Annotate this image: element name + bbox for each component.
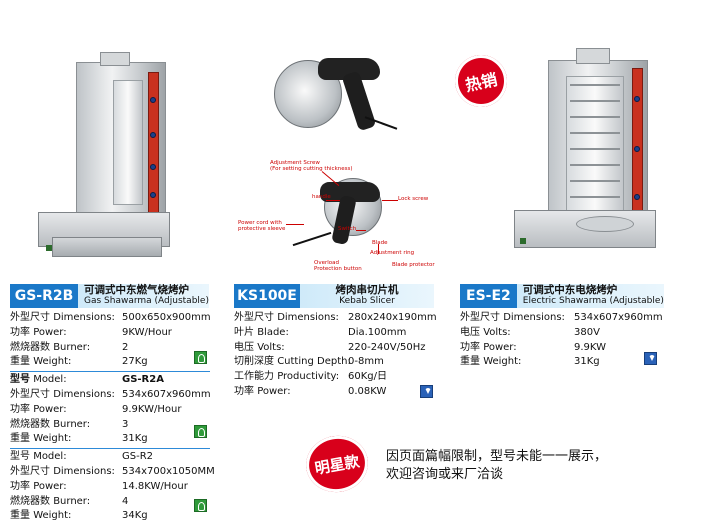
es-e2-title-bar: ES-E2 可调式中东电烧烤炉 Electric Shawarma (Adjus… [460,284,664,308]
es-e2-name-en: Electric Shawarma (Adjustable) [522,296,664,306]
annotation-adjustment-screw-note: (For setting cutting thickness) [270,166,353,172]
spec-row: 燃烧器数 Burner:3 [10,418,129,430]
annotation-blade-protector: Blade protector [392,262,435,268]
ks100e-code: KS100E [234,284,300,308]
spec-row: 功率 Power:0.08KW [234,385,387,397]
notice-line-2: 欢迎咨询或来厂洽谈 [386,467,504,482]
spec-row: 重量 Weight:31Kg [460,356,600,368]
spec-row: 功率 Power:14.8KW/Hour [10,480,188,492]
annotation-adjustment-screw: Adjustment Screw [270,160,320,166]
annotation-handle: handle [312,194,331,200]
gs-r2b-code: GS-R2B [10,284,78,308]
notice-line-1: 因页面篇幅限制，型号未能一一展示， [386,449,608,464]
gs-r2b-name-en: Gas Shawarma (Adjustable) [84,296,209,306]
spec-row: 叶片 Blade:Dia.100mm [234,326,407,338]
gs-r2b-product-image [38,52,176,272]
ks100e-name-cn: 烤肉串切片机 [335,284,399,296]
annotation-blade: Blade [372,240,388,246]
spec-row: 电压 Volts:220-240V/50Hz [234,341,426,353]
spec-row: 功率 Power:9.9KW [460,341,606,353]
spec-row: 外型尺寸 Dimensions:500x650x900mm [10,312,211,323]
spec-row: 重量 Weight:31Kg [10,433,148,445]
spec-row: 功率 Power:9.9KW/Hour [10,403,182,415]
spec-row: 外型尺寸 Dimensions:280x240x190mm [234,312,437,323]
spec-row: 外型尺寸 Dimensions:534x607x960mm [460,312,663,323]
es-e2-specs: 外型尺寸 Dimensions:534x607x960mm 电压 Volts:3… [460,311,663,370]
gas-certification-icon [194,425,207,438]
es-e2-code: ES-E2 [460,284,517,308]
gs-r2b-specs: 外型尺寸 Dimensions:500x650x900mm 功率 Power:9… [10,311,215,524]
es-e2-name-cn: 可调式中东电烧烤炉 [522,284,618,296]
ks100e-product-image [268,50,398,150]
spec-row: 电压 Volts:380V [460,326,600,338]
star-product-stamp: 明星款 [301,431,373,497]
annotation-lock-screw: Lock screw [398,196,429,202]
ks100e-name-en: Kebab Slicer [339,296,395,306]
spec-row: 燃烧器数 Burner:2 [10,341,129,353]
gas-certification-icon [194,499,207,512]
gs-r2b-title-bar: GS-R2B 可调式中东燃气烧烤炉 Gas Shawarma (Adjustab… [10,284,209,308]
annotation-adjustment-ring: Adjustment ring [370,250,415,256]
gas-certification-icon [194,351,207,364]
spec-row: 外型尺寸 Dimensions:534x700x1050MM [10,465,215,477]
gs-r2b-name-cn: 可调式中东燃气烧烤炉 [84,284,189,296]
ks100e-title-bar: KS100E 烤肉串切片机 Kebab Slicer [234,284,434,308]
spec-row: 工作能力 Productivity:60Kg/日 [234,371,387,383]
spec-row: 型号 Model:GS-R2A [10,374,164,386]
spec-row: 切削深度 Cutting Depth:0-8mm [234,356,384,368]
star-product-stamp-text: 明星款 [313,451,361,478]
hot-sale-stamp: 热销 [450,50,512,112]
spec-row: 外型尺寸 Dimensions:534x607x960mm [10,388,211,400]
electric-certification-icon [420,385,433,398]
spec-row: 燃烧器数 Burner:4 [10,495,129,507]
spec-row: 重量 Weight:34Kg [10,510,148,522]
annotation-overload: Overload [314,260,339,266]
hot-sale-stamp-text: 热销 [463,69,499,96]
annotation-power-cord: Power cord with [238,220,282,226]
spec-row: 功率 Power:9KW/Hour [10,326,172,338]
ks100e-annotated-image: Adjustment Screw (For setting cutting th… [232,158,442,276]
spec-row: 重量 Weight:27Kg [10,356,148,368]
electric-certification-icon [644,352,657,365]
ks100e-specs: 外型尺寸 Dimensions:280x240x190mm 叶片 Blade:D… [234,311,444,400]
annotation-power-cord-2: protective sleeve [238,226,286,232]
annotation-switch: Switch [338,226,357,232]
es-e2-product-image [514,48,664,268]
annotation-overload-2: Protection button [314,266,362,272]
spec-row: 型号 Model:GS-R2 [10,451,154,463]
